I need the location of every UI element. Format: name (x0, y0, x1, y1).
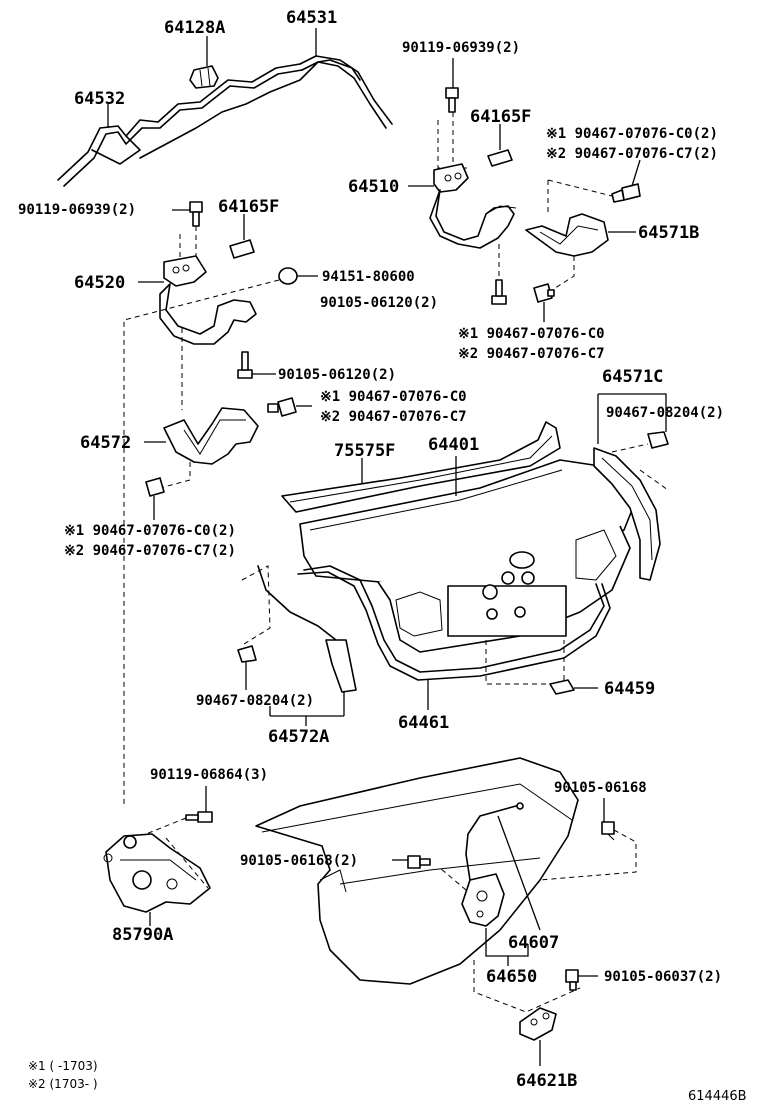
dash-clip-bl (159, 462, 191, 489)
actuator-85790A (103, 833, 211, 913)
label-64607: 64607 (508, 933, 559, 953)
label-90119-06864: 90119-06864(3) (150, 767, 268, 783)
label-90119-06939-left: 90119-06939(2) (18, 202, 136, 218)
label-90467-08204-left: 90467-08204(2) (196, 693, 314, 709)
hinge-cover-64572 (163, 407, 259, 465)
garnish-75575F (281, 421, 561, 513)
diagram-code: 614446B (688, 1089, 747, 1104)
clip-90467-08204-left (237, 645, 257, 663)
dash-left-box (179, 234, 196, 259)
label-64571B: 64571B (638, 223, 699, 243)
label-90105-06168-left: 90105-06168(2) (240, 853, 358, 869)
dash-64572A (241, 565, 271, 645)
label-64571C: 64571C (602, 367, 663, 387)
label-note2-c7-mid: ※2 90467-07076-C7 (458, 346, 605, 362)
leader-64607 (497, 815, 541, 931)
dash-64571C (611, 443, 649, 453)
dash-actuator-bolt (145, 817, 187, 835)
bracket-64165F-top (487, 149, 513, 167)
bolt-90119-06864 (185, 811, 213, 823)
cap-94151-80600 (278, 267, 298, 285)
torsion-bar-64531 (139, 55, 393, 159)
clip-90467-07076-left (267, 397, 297, 417)
leader-64650-bracket (485, 928, 529, 957)
dash-lock (439, 867, 467, 891)
clip-64459 (549, 679, 575, 695)
dash-clip-mid (551, 256, 575, 291)
side-cover-64571C (593, 447, 661, 581)
label-64461: 64461 (398, 713, 449, 733)
striker-64621B (519, 1007, 557, 1041)
dash-06168-right (539, 829, 637, 881)
torsion-bar-64532 (57, 63, 303, 187)
label-90105-06120-left: 90105-06120(2) (278, 367, 396, 383)
label-64520: 64520 (74, 273, 125, 293)
hinge-64520 (159, 255, 257, 345)
dash-64571C-2 (639, 469, 669, 491)
label-90105-06120-mid: 90105-06120(2) (320, 295, 438, 311)
label-90119-06939-top: 90119-06939(2) (402, 40, 520, 56)
label-90467-08204-right: 90467-08204(2) (606, 405, 724, 421)
hinge-64510 (429, 163, 517, 249)
label-64165F-left: 64165F (218, 197, 279, 217)
bolt-90105-06168-right (601, 821, 615, 841)
label-note1-c0-mid: ※1 90467-07076-C0 (458, 326, 605, 342)
bolt-90105-06168-left (407, 855, 431, 869)
label-64572A: 64572A (268, 727, 329, 747)
hinge-cover-64571B (525, 213, 609, 257)
leader-clip-top (631, 159, 641, 187)
dash-64459 (485, 640, 565, 685)
label-75575F: 75575F (334, 441, 395, 461)
dash-top-box (437, 120, 470, 169)
lock-64650 (461, 873, 505, 927)
bolt-90105-06120-mid (491, 279, 507, 305)
label-note1-c0-left: ※1 90467-07076-C0 (320, 389, 467, 405)
bolt-90119-06939-top (445, 87, 459, 113)
clip-90467-07076-mid (533, 283, 555, 303)
label-85790A: 85790A (112, 925, 173, 945)
trunk-lid-lower (255, 757, 579, 985)
footnote-1: ※1 ( -1703) (28, 1059, 98, 1073)
bracket-64165F-left (229, 239, 255, 259)
dash-striker (473, 960, 581, 1013)
label-64128A: 64128A (164, 18, 225, 38)
label-64165F-top: 64165F (470, 107, 531, 127)
leader-64572A-bracket (269, 692, 345, 717)
label-note2-c7-bl: ※2 90467-07076-C7(2) (64, 543, 236, 559)
label-64532: 64532 (74, 89, 125, 109)
label-note1-c0-top: ※1 90467-07076-C0(2) (546, 126, 718, 142)
bolt-90119-06939-left (189, 201, 203, 227)
label-64572: 64572 (80, 433, 131, 453)
label-64621B: 64621B (516, 1071, 577, 1091)
label-64401: 64401 (428, 435, 479, 455)
cable-64607 (465, 802, 524, 881)
label-note1-c0-bl: ※1 90467-07076-C0(2) (64, 523, 236, 539)
leader-64571C-bracket (597, 393, 667, 444)
label-64459: 64459 (604, 679, 655, 699)
clip-64128A (189, 65, 219, 89)
footnote-2: ※2 (1703- ) (28, 1077, 98, 1091)
label-note2-c7-left: ※2 90467-07076-C7 (320, 409, 467, 425)
dash-clip-top (547, 179, 613, 197)
label-64531: 64531 (286, 8, 337, 28)
clip-90467-08204-right (647, 431, 669, 449)
weatherstrip-64461 (297, 565, 611, 681)
label-90105-06168-right: 90105-06168 (554, 780, 647, 796)
clip-90467-07076-bl (145, 477, 165, 497)
label-note2-c7-top: ※2 90467-07076-C7(2) (546, 146, 718, 162)
side-cover-64572A (257, 565, 357, 693)
trunk-lid-64401 (299, 459, 633, 653)
label-90105-06037: 90105-06037(2) (604, 969, 722, 985)
label-64650: 64650 (486, 967, 537, 987)
bolt-90105-06037 (565, 969, 579, 991)
bolt-90105-06120-left (237, 351, 253, 379)
dash-actuator (165, 837, 209, 889)
label-64510: 64510 (348, 177, 399, 197)
label-94151-80600: 94151-80600 (322, 269, 415, 285)
clip-90467-07076-top (611, 183, 641, 203)
